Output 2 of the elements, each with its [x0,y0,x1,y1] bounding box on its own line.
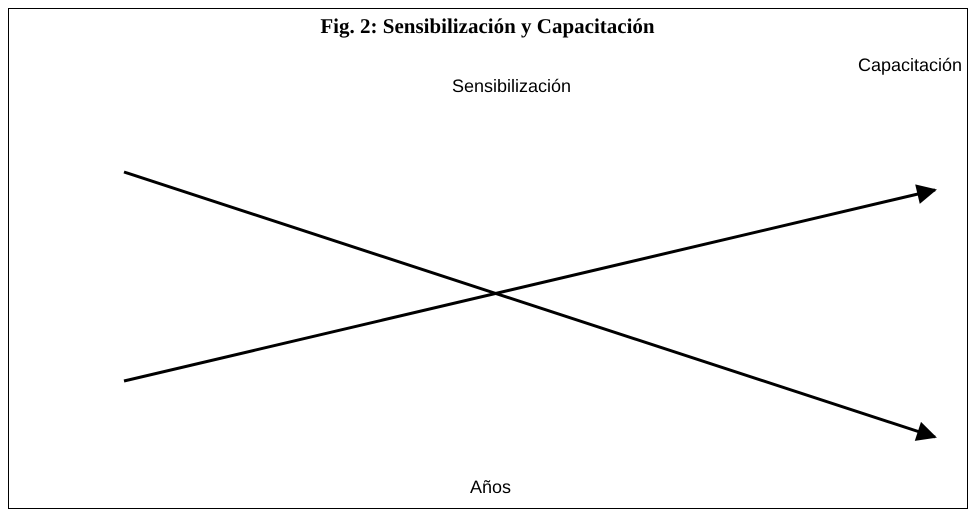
figure-title: Fig. 2: Sensibilización y Capacitación [319,14,656,39]
series-label: Capacitación [858,55,962,76]
